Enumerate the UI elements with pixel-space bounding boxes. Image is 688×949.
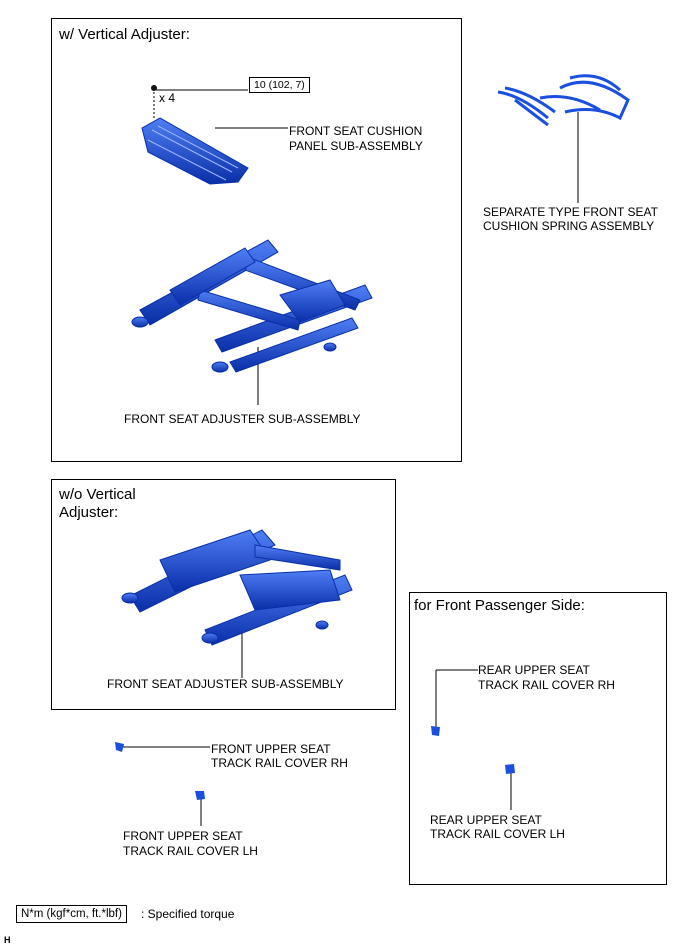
legend-unit-box: N*m (kgf*cm, ft.*lbf) <box>16 905 127 923</box>
panel-title-without-vertical-line1: w/o Vertical <box>59 486 136 503</box>
label-spring-assembly-line2: CUSHION SPRING ASSEMBLY <box>483 219 655 233</box>
bolt-icon <box>151 85 157 91</box>
label-front-lh-line1: FRONT UPPER SEAT <box>123 829 243 843</box>
label-rear-rh-line2: TRACK RAIL COVER RH <box>478 678 615 692</box>
torque-callout: 10 (102, 7) <box>249 77 310 93</box>
bolt-count: x 4 <box>159 91 176 105</box>
label-rear-rh-line1: REAR UPPER SEAT <box>478 663 590 677</box>
adjuster-with-part <box>131 239 373 373</box>
panel-title-with-vertical: w/ Vertical Adjuster: <box>59 26 190 43</box>
label-cushion-panel-line1: FRONT SEAT CUSHION <box>289 124 423 138</box>
rear-lh-cover-part <box>505 764 515 774</box>
panel-title-without-vertical-line2: Adjuster: <box>59 504 119 521</box>
label-front-rh-line2: TRACK RAIL COVER RH <box>211 756 348 770</box>
label-spring-assembly-line1: SEPARATE TYPE FRONT SEAT <box>483 205 658 219</box>
adjuster-without-part <box>121 529 353 646</box>
label-adjuster-without: FRONT SEAT ADJUSTER SUB-ASSEMBLY <box>107 677 344 691</box>
spring-assembly-part <box>497 74 630 127</box>
panel-front-passenger-side <box>409 592 667 885</box>
front-lh-cover-part <box>195 791 205 800</box>
label-cushion-panel-line2: PANEL SUB-ASSEMBLY <box>289 139 423 153</box>
front-rh-cover-part <box>115 742 124 752</box>
label-adjuster-with: FRONT SEAT ADJUSTER SUB-ASSEMBLY <box>124 412 361 426</box>
corner-code: H <box>4 935 11 945</box>
cushion-panel-part <box>141 117 249 185</box>
panel-title-passenger: for Front Passenger Side: <box>414 597 585 614</box>
label-front-rh-line1: FRONT UPPER SEAT <box>211 742 331 756</box>
legend-description: : Specified torque <box>141 907 235 921</box>
label-front-lh-line2: TRACK RAIL COVER LH <box>123 844 258 858</box>
rear-rh-cover-part <box>431 726 440 736</box>
label-rear-lh-line1: REAR UPPER SEAT <box>430 813 542 827</box>
label-rear-lh-line2: TRACK RAIL COVER LH <box>430 827 565 841</box>
